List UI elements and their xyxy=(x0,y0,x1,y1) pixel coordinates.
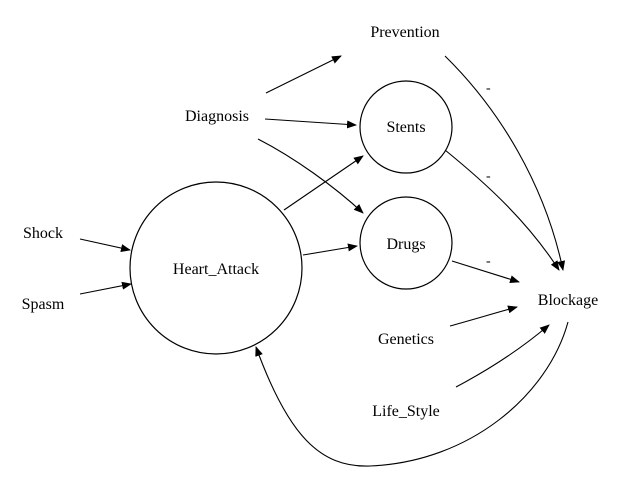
edge-diagnosis-drugs xyxy=(257,138,364,214)
spasm-label: Spasm xyxy=(22,296,65,313)
node-circles-group xyxy=(129,80,453,355)
prevention-label: Prevention xyxy=(370,24,439,41)
edge-diagnosis-stents xyxy=(264,118,357,129)
edge-heart-attack-stents xyxy=(283,155,364,211)
edge-stents-blockage xyxy=(444,149,560,271)
edge-sign-stents-blockage: - xyxy=(486,169,491,184)
heart-attack-node-circle xyxy=(129,181,303,355)
edge-heart-attack-drugs xyxy=(302,243,358,256)
edge-diagnosis-prevention xyxy=(265,55,342,94)
heart-attack-label: Heart_Attack xyxy=(173,261,259,278)
edge-prevention-blockage xyxy=(444,55,566,271)
diagnosis-label: Diagnosis xyxy=(185,108,249,125)
stents-node-circle xyxy=(359,80,453,174)
edge-genetics-blockage xyxy=(449,305,518,327)
edge-drugs-blockage xyxy=(451,260,520,284)
edge-life-style-blockage xyxy=(455,324,550,388)
edge-sign-drugs-blockage: - xyxy=(486,254,491,269)
drugs-node-circle xyxy=(359,196,453,290)
edge-spasm-heart-attack xyxy=(79,281,132,295)
node-labels-group: Prevention Diagnosis Stents Drugs Shock … xyxy=(22,24,599,420)
life-style-label: Life_Style xyxy=(372,403,440,420)
genetics-label: Genetics xyxy=(378,331,434,348)
drugs-label: Drugs xyxy=(386,236,425,253)
stents-label: Stents xyxy=(386,119,425,136)
edge-sign-prevention-blockage: - xyxy=(486,81,491,96)
edge-blockage-heart-attack xyxy=(255,321,569,467)
shock-label: Shock xyxy=(23,225,63,242)
edge-signs-group: - - - xyxy=(486,81,491,269)
blockage-label: Blockage xyxy=(538,292,598,309)
edge-shock-heart-attack xyxy=(79,238,131,252)
edges-group xyxy=(79,55,569,467)
